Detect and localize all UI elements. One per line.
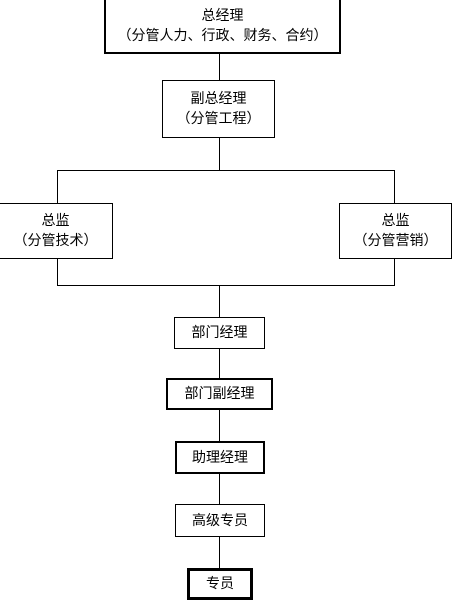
connector-bottom-bus (57, 285, 395, 286)
ceo-box: 总经理 （分管人力、行政、财务、合约） (104, 0, 341, 54)
connector-senior-specialist (219, 537, 220, 568)
director-tech-title: 总监 (41, 213, 70, 229)
assistant-manager-box: 助理经理 (175, 441, 265, 474)
vp-scope: （分管工程） (176, 111, 261, 127)
connector-assistant-senior (219, 474, 220, 504)
specialist-title: 专员 (206, 576, 234, 592)
ceo-title: 总经理 (201, 8, 244, 24)
vp-box: 副总经理 （分管工程） (162, 80, 275, 138)
deputy-dept-manager-title: 部门副经理 (184, 386, 255, 402)
ceo-scope: （分管人力、行政、财务、合约） (117, 28, 328, 44)
specialist-box: 专员 (187, 568, 253, 600)
connector-ceo-vp (219, 53, 220, 80)
senior-specialist-title: 高级专员 (192, 512, 248, 529)
connector-bus-dept (219, 285, 220, 317)
director-marketing-box: 总监 （分管营销） (339, 203, 452, 259)
dept-manager-title: 部门经理 (191, 325, 248, 341)
connector-vp-bus (219, 138, 220, 170)
assistant-manager-title: 助理经理 (192, 449, 248, 466)
dept-manager-box: 部门经理 (174, 317, 265, 349)
deputy-dept-manager-box: 部门副经理 (166, 378, 273, 410)
connector-deputy-assistant (219, 410, 220, 441)
director-tech-box: 总监 （分管技术） (0, 203, 113, 259)
director-marketing-title: 总监 (381, 213, 410, 229)
connector-top-bus (57, 170, 395, 171)
director-marketing-scope: （分管营销） (353, 233, 438, 249)
vp-title: 副总经理 (190, 91, 247, 107)
senior-specialist-box: 高级专员 (175, 504, 265, 537)
connector-dept-deputy (219, 349, 220, 378)
director-tech-scope: （分管技术） (13, 233, 98, 249)
